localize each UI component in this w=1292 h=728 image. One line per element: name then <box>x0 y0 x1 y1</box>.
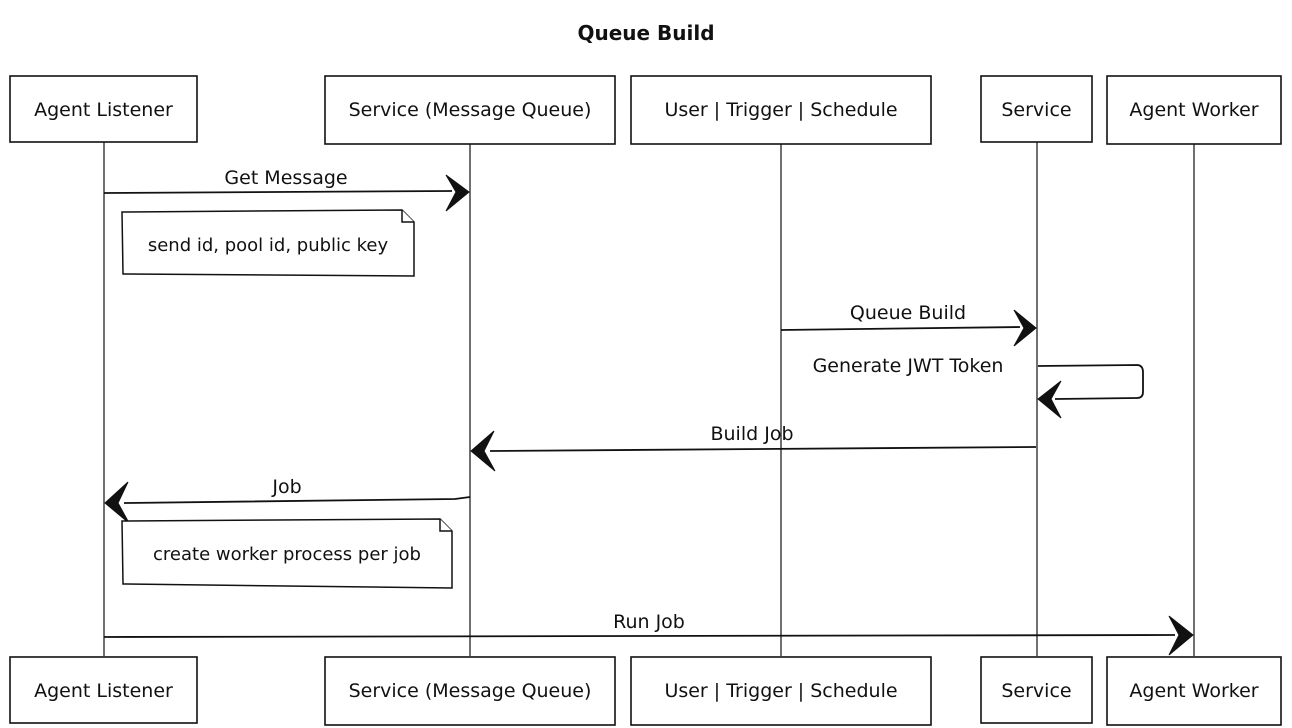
participant-label: Service <box>1001 99 1071 121</box>
message-line <box>780 326 1021 331</box>
message-queue-build: Queue Build <box>780 302 1037 347</box>
arrowhead <box>104 481 130 524</box>
participant-label: Agent Listener <box>34 99 173 121</box>
participant-box <box>980 656 1093 724</box>
participant-label: User | Trigger | Schedule <box>664 99 897 121</box>
participant-label: Service <box>1001 680 1071 702</box>
message-label: Queue Build <box>850 302 966 324</box>
participant-label: Service (Message Queue) <box>349 680 592 702</box>
message-label: Run Job <box>613 611 685 633</box>
participant-label: Agent Worker <box>1129 99 1258 121</box>
participant-box <box>9 656 198 724</box>
participant-service-bottom: Service <box>980 656 1093 724</box>
participant-box <box>1106 75 1282 145</box>
participant-box <box>9 75 198 143</box>
note-fold <box>439 519 452 532</box>
participant-box <box>324 656 616 726</box>
message-generate-jwt: Generate JWT Token <box>813 355 1144 419</box>
participants-bottom: Agent Listener Service (Message Queue) U… <box>9 656 1282 726</box>
message-get-message: Get Message <box>103 167 470 212</box>
note-worker-process: create worker process per job <box>121 518 453 589</box>
participants-top: Agent Listener Service (Message Queue) U… <box>9 75 1282 145</box>
message-label: Generate JWT Token <box>813 355 1004 377</box>
participant-agent-worker-top: Agent Worker <box>1106 75 1282 145</box>
note-send-ids: send id, pool id, public key <box>121 209 415 277</box>
arrowhead <box>1013 309 1037 347</box>
message-line <box>103 190 453 194</box>
note-box <box>121 209 415 277</box>
participant-label: Agent Listener <box>34 680 173 702</box>
participant-box <box>324 75 616 145</box>
message-label: Job <box>271 476 301 498</box>
arrowhead <box>1168 615 1194 656</box>
participant-box <box>630 656 932 726</box>
note-label: send id, pool id, public key <box>148 235 389 256</box>
arrowhead <box>445 174 470 212</box>
participant-message-queue-bottom: Service (Message Queue) <box>324 656 616 726</box>
arrowhead <box>470 430 496 472</box>
notes: send id, pool id, public key create work… <box>121 209 453 589</box>
participant-label: Service (Message Queue) <box>349 99 592 121</box>
note-fold <box>401 210 414 223</box>
note-label: create worker process per job <box>153 544 421 565</box>
message-line <box>123 496 471 504</box>
participant-trigger-bottom: User | Trigger | Schedule <box>630 656 932 726</box>
lifelines <box>103 142 1195 656</box>
participant-box <box>630 75 932 145</box>
message-label: Get Message <box>224 167 347 189</box>
message-label: Build Job <box>710 423 793 445</box>
participant-box <box>1106 656 1282 726</box>
participant-label: User | Trigger | Schedule <box>664 680 897 702</box>
participant-agent-listener-top: Agent Listener <box>9 75 198 143</box>
participant-message-queue-top: Service (Message Queue) <box>324 75 616 145</box>
participant-agent-listener-bottom: Agent Listener <box>9 656 198 724</box>
participant-agent-worker-bottom: Agent Worker <box>1106 656 1282 726</box>
participant-box <box>980 75 1093 143</box>
participant-service-top: Service <box>980 75 1093 143</box>
message-job: Job <box>104 476 471 524</box>
participant-label: Agent Worker <box>1129 680 1258 702</box>
message-run-job: Run Job <box>103 611 1194 656</box>
messages: Get Message Queue Build Generate JWT Tok… <box>103 167 1194 656</box>
message-line <box>103 634 1176 638</box>
note-box <box>121 518 453 589</box>
message-build-job: Build Job <box>470 423 1037 472</box>
diagram-title: Queue Build <box>577 21 714 45</box>
arrowhead <box>1037 380 1062 419</box>
participant-trigger-top: User | Trigger | Schedule <box>630 75 932 145</box>
message-line <box>489 446 1037 452</box>
message-line <box>1037 364 1144 400</box>
